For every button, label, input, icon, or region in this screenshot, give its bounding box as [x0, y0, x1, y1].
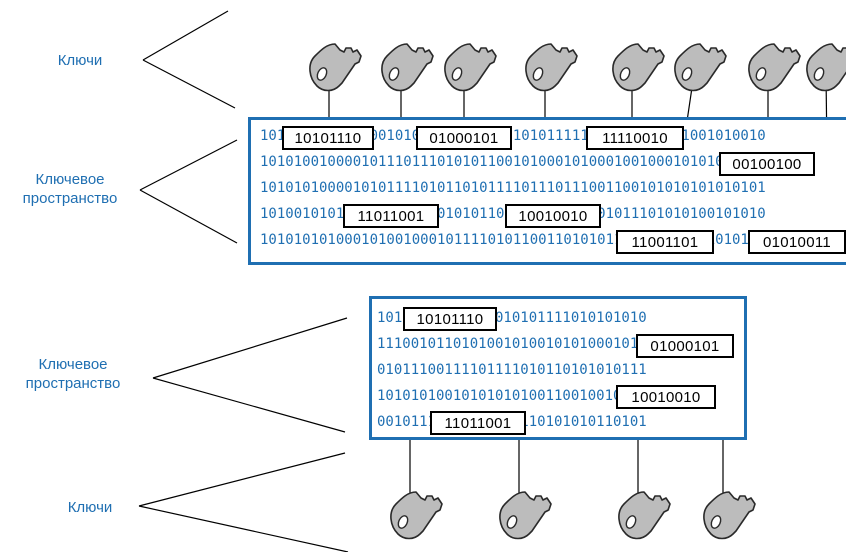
key-icon: [309, 43, 362, 92]
bracket-keyspace-top: [139, 139, 238, 244]
label-keyspace-bottom-line1: Ключевое: [38, 356, 108, 373]
key-icon: [748, 43, 801, 92]
key-code-box: 10101110: [403, 307, 497, 331]
key-code-box: 11110010: [586, 126, 684, 150]
key-icon: [390, 491, 443, 540]
key-code-box: 11011001: [343, 204, 439, 228]
binary-row: 10101010010101010100110010010010: [377, 388, 647, 404]
bracket-keys-bottom: [138, 452, 349, 552]
label-keyspace-top-line1: Ключевое: [35, 171, 105, 188]
key-code-box: 01010011: [748, 230, 846, 254]
label-keys-bottom: Ключи: [67, 499, 113, 516]
key-icon: [499, 491, 552, 540]
key-icon: [381, 43, 434, 92]
label-keyspace-top-line2: пространство: [22, 190, 118, 207]
bracket-keys-top: [142, 10, 236, 109]
label-keyspace-top: Ключевое пространство: [8, 170, 132, 208]
key-code-box: 00100100: [719, 152, 815, 176]
bracket-keyspace-bottom: [152, 317, 348, 433]
key-code-box: 11001101: [616, 230, 714, 254]
key-icon: [703, 491, 756, 540]
binary-row: 01011100111101111010110101010111: [377, 362, 647, 378]
label-keyspace-bottom: Ключевое пространство: [4, 355, 142, 393]
key-code-box: 11011001: [430, 411, 526, 435]
key-code-box: 10010010: [505, 204, 601, 228]
key-icon: [612, 43, 665, 92]
key-icon: [674, 43, 727, 92]
key-icon: [806, 43, 846, 92]
key-icon: [525, 43, 578, 92]
key-icon: [618, 491, 671, 540]
keys-bottom: [390, 491, 756, 540]
binary-row: 1010101000010101111010110101111011101110…: [260, 180, 766, 196]
binary-row: 1010100100001011101110101011001010001010…: [260, 154, 766, 170]
key-code-box: 10101110: [282, 126, 374, 150]
key-icon: [444, 43, 497, 92]
label-keyspace-bottom-line2: пространство: [25, 375, 121, 392]
binary-row: 11100101101010010100101010001011: [377, 336, 647, 352]
key-code-box: 01000101: [416, 126, 512, 150]
label-keys-top: Ключи: [57, 52, 103, 69]
key-code-box: 10010010: [616, 385, 716, 409]
key-code-box: 01000101: [636, 334, 734, 358]
keys-top: [309, 43, 846, 92]
